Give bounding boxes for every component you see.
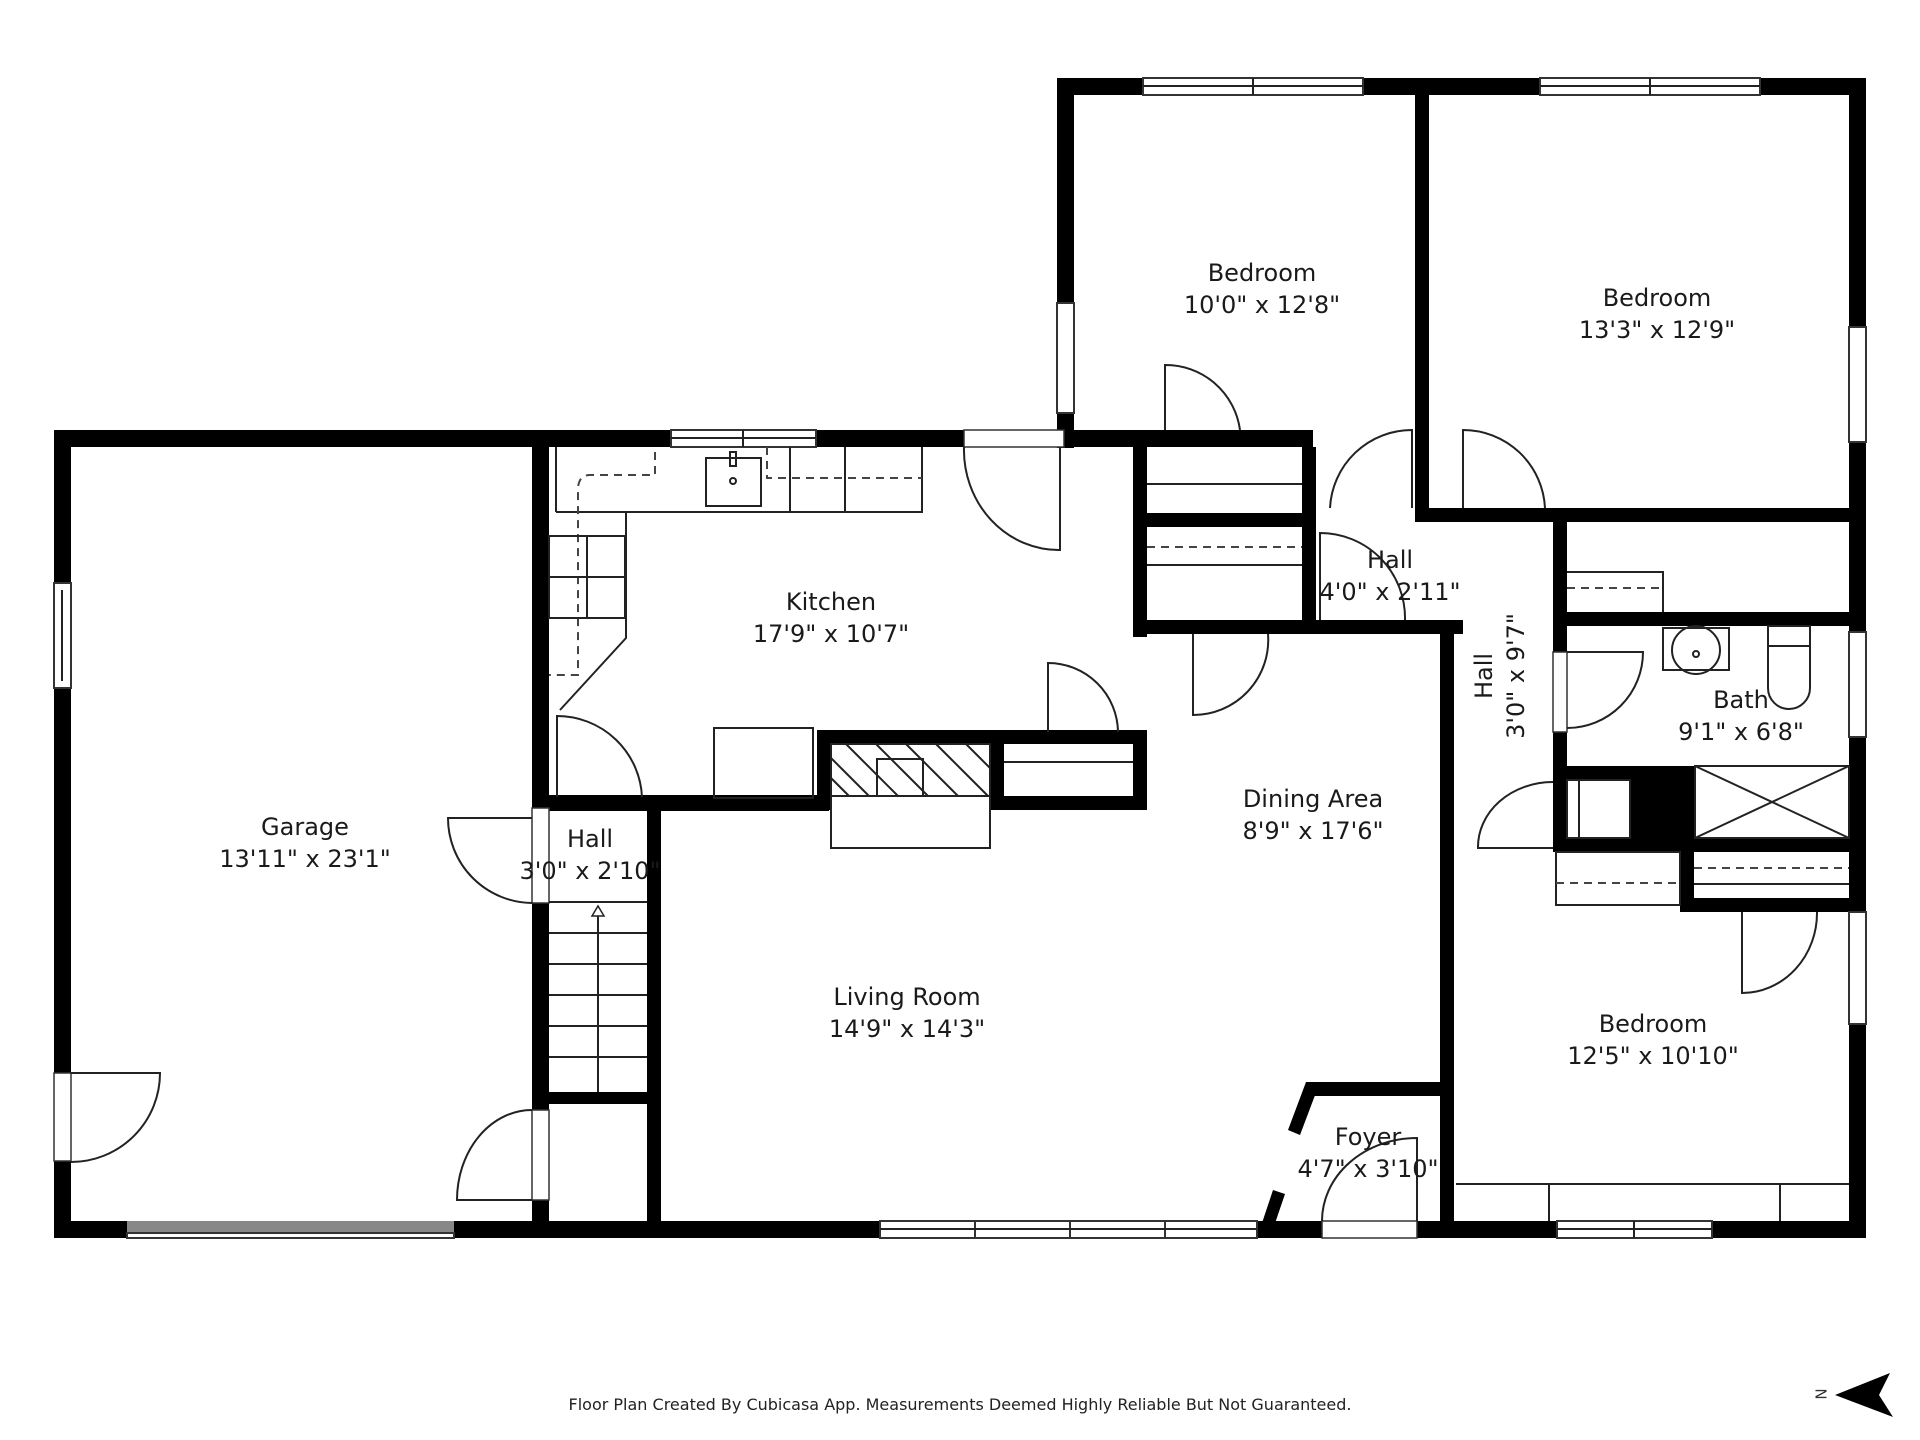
room-name: Bedroom xyxy=(1207,259,1317,287)
room-dimensions: 9'1" x 6'8" xyxy=(1678,718,1804,746)
room-label-bath: Bath 9'1" x 6'8" xyxy=(1678,684,1804,748)
room-name: Garage xyxy=(261,813,349,841)
room-dimensions: 10'0" x 12'8" xyxy=(1183,291,1341,319)
disclaimer-footer: Floor Plan Created By Cubicasa App. Meas… xyxy=(568,1395,1352,1414)
room-label-dining-area: Dining Area 8'9" x 17'6" xyxy=(1242,783,1383,847)
room-dimensions: 13'3" x 12'9" xyxy=(1578,316,1736,344)
doors xyxy=(53,363,1819,1239)
room-label-bedroom-2: Bedroom 13'3" x 12'9" xyxy=(1579,282,1735,346)
room-name: Bath xyxy=(1713,686,1769,714)
room-label-foyer: Foyer 4'7" x 3'10" xyxy=(1297,1121,1438,1185)
room-dimensions: 8'9" x 17'6" xyxy=(1242,817,1384,845)
room-dimensions: 13'11" x 23'1" xyxy=(219,845,391,873)
room-dimensions: 12'5" x 10'10" xyxy=(1567,1042,1739,1070)
north-arrow-icon xyxy=(1835,1373,1893,1417)
compass-north-label: N xyxy=(1811,1388,1830,1400)
fireplace-hatch xyxy=(830,743,991,797)
room-name: Kitchen xyxy=(785,588,877,616)
room-dimensions: 3'0" x 2'10" xyxy=(519,857,661,885)
room-dimensions: 14'9" x 14'3" xyxy=(828,1015,986,1043)
room-label-bedroom-3: Bedroom 12'5" x 10'10" xyxy=(1567,1008,1739,1072)
room-label-living-room: Living Room 14'9" x 14'3" xyxy=(829,981,985,1045)
room-name: Bedroom xyxy=(1598,1010,1708,1038)
room-name: Foyer xyxy=(1334,1123,1402,1151)
room-label-garage: Garage 13'11" x 23'1" xyxy=(219,811,391,875)
room-label-hall-left: Hall 3'0" x 2'10" xyxy=(519,823,660,887)
stairs xyxy=(549,901,647,1092)
room-dimensions: 3'0" x 9'7" xyxy=(1502,613,1530,739)
room-name: Bedroom xyxy=(1602,284,1712,312)
room-dimensions: 17'9" x 10'7" xyxy=(752,620,910,648)
room-label-hall-vertical: Hall 3'0" x 9'7" xyxy=(1468,613,1532,739)
room-dimensions: 4'0" x 2'11" xyxy=(1319,578,1461,606)
room-label-bedroom-1: Bedroom 10'0" x 12'8" xyxy=(1184,257,1340,321)
room-name: Hall xyxy=(1366,546,1414,574)
room-name: Hall xyxy=(1470,652,1498,700)
room-label-kitchen: Kitchen 17'9" x 10'7" xyxy=(753,586,909,650)
room-name: Dining Area xyxy=(1242,785,1384,813)
fixtures xyxy=(548,447,1850,1221)
room-name: Hall xyxy=(566,825,614,853)
room-label-hall-top: Hall 4'0" x 2'11" xyxy=(1319,544,1460,608)
room-name: Living Room xyxy=(833,983,981,1011)
windows xyxy=(53,77,1867,1239)
room-dimensions: 4'7" x 3'10" xyxy=(1297,1155,1439,1183)
